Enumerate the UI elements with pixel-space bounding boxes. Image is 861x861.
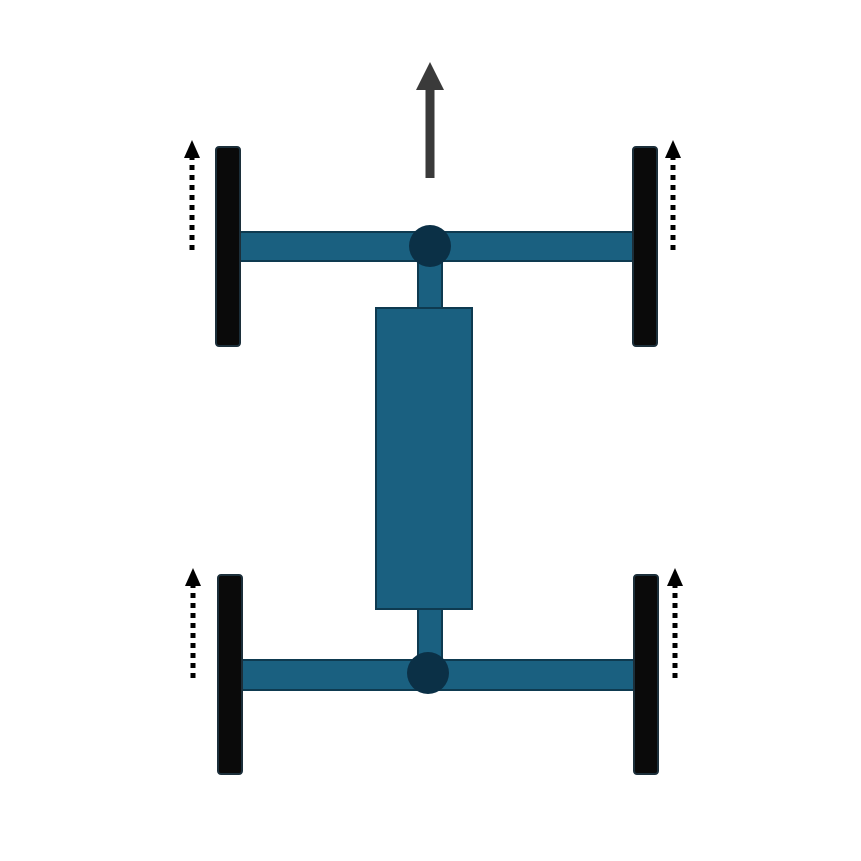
front-left-wheel-arrow-icon: [184, 140, 200, 250]
rear-right-wheel-arrow-icon: [667, 568, 683, 678]
front-right-wheel-arrow-icon: [665, 140, 681, 250]
rear-right-wheel: [633, 574, 659, 775]
front-left-wheel: [215, 146, 241, 347]
rear-left-wheel: [217, 574, 243, 775]
vehicle-direction-arrow-icon: [416, 62, 444, 178]
rear-left-wheel-arrow-icon: [185, 568, 201, 678]
center-body: [375, 307, 473, 610]
rear-joint: [407, 652, 449, 694]
front-right-wheel: [632, 146, 658, 347]
front-joint: [409, 225, 451, 267]
